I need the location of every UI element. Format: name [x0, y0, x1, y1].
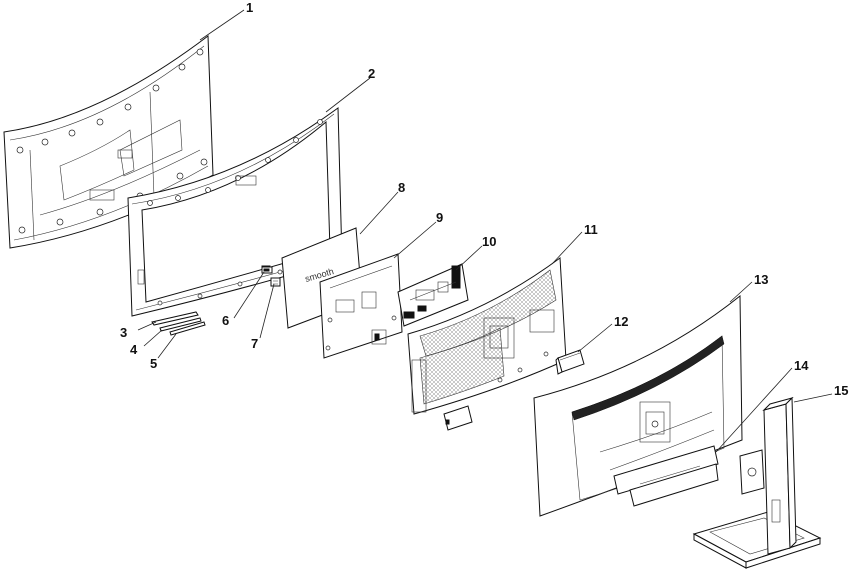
- callout-9: 9: [436, 210, 443, 225]
- callout-4: 4: [130, 342, 138, 357]
- callout-3: 3: [120, 325, 127, 340]
- callout-1: 1: [246, 0, 253, 15]
- callout-2: 2: [368, 66, 375, 81]
- part-12-speaker-lower: [444, 406, 472, 430]
- callout-10: 10: [482, 234, 496, 249]
- callout-15: 15: [834, 383, 848, 398]
- callout-13: 13: [754, 272, 768, 287]
- callout-11: 11: [584, 222, 598, 237]
- callout-5: 5: [150, 356, 157, 371]
- callout-14: 14: [794, 358, 809, 373]
- callout-7: 7: [251, 336, 258, 351]
- callout-12: 12: [614, 314, 628, 329]
- part-7-small-component: [271, 278, 280, 286]
- callout-6: 6: [222, 313, 229, 328]
- callout-8: 8: [398, 180, 405, 195]
